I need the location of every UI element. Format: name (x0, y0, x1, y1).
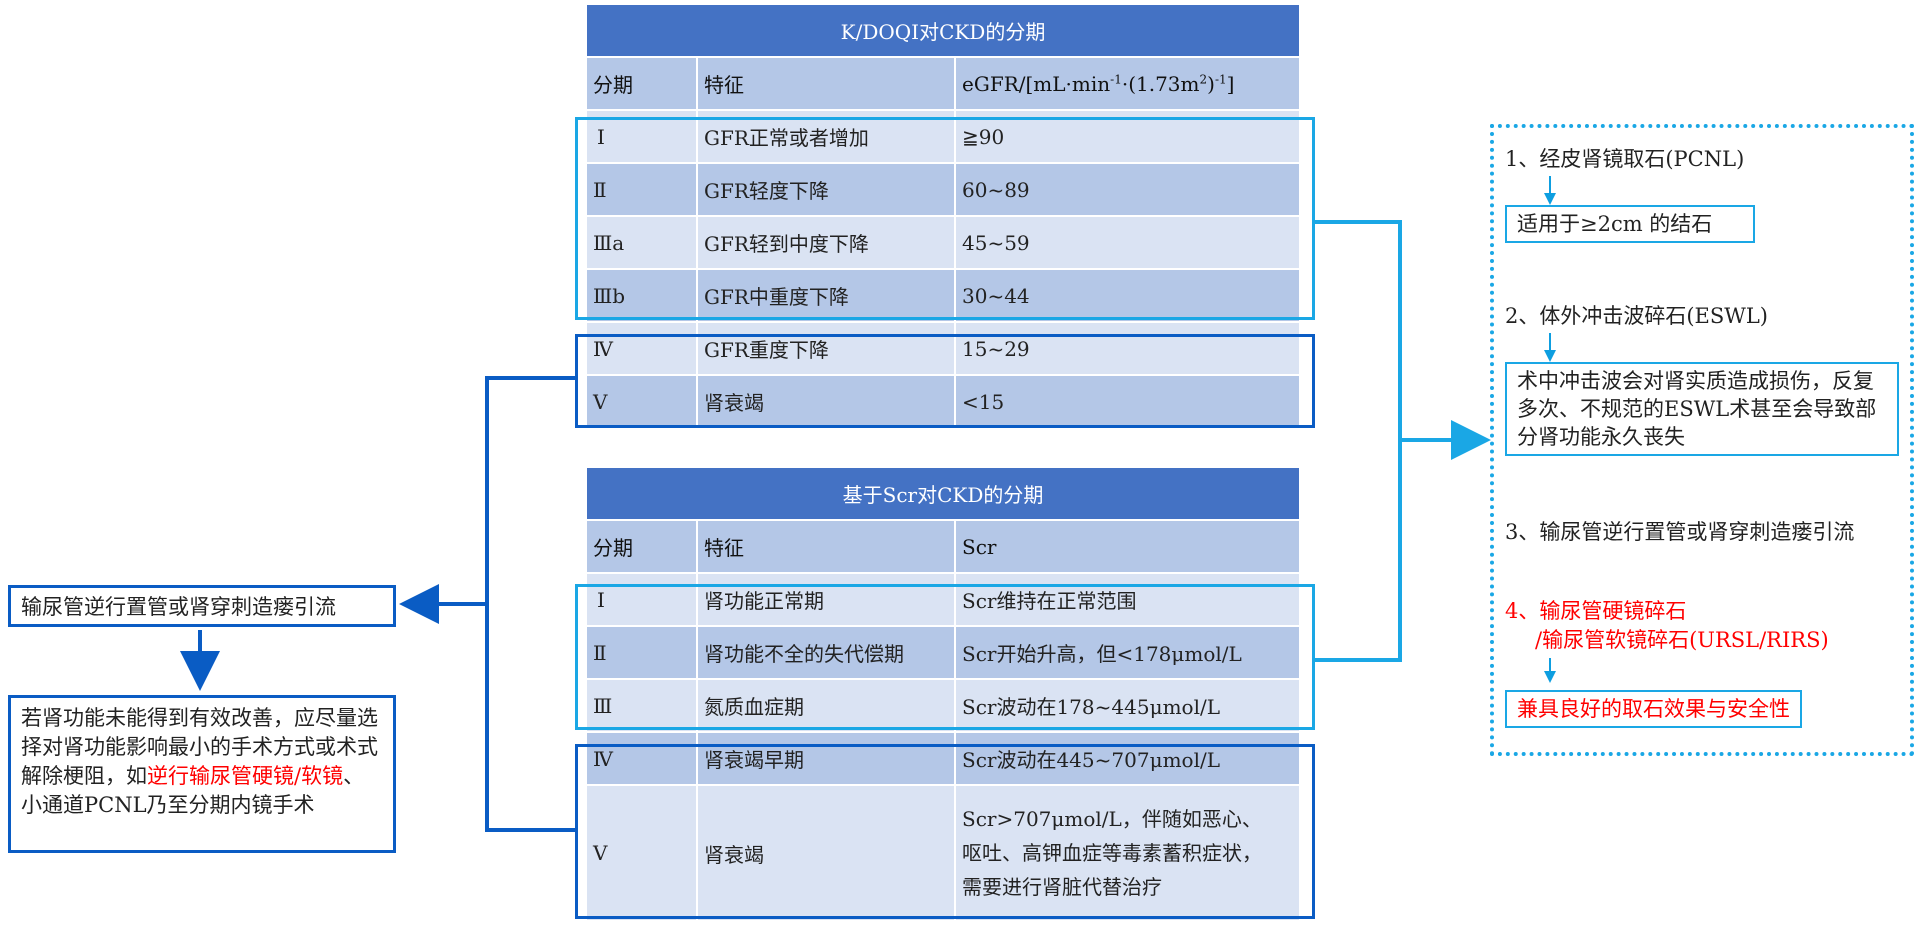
option-eswl-note: 术中冲击波会对肾实质造成损伤，反复多次、不规范的ESWL术甚至会导致部分肾功能永… (1505, 362, 1899, 456)
value-cell: Scr维持在正常范围 (955, 573, 1301, 627)
highlighted-procedure: 逆行输尿管硬镜/软镜 (147, 764, 344, 788)
value-cell: <15 (955, 375, 1301, 429)
frame-scr-stages-1-3 (575, 584, 1315, 730)
down-arrow-icon (1544, 350, 1556, 362)
table-row: Ⅲb GFR中重度下降 30~44 (587, 269, 1301, 323)
table-row: Ⅱ 肾功能不全的失代偿期 Scr开始升高，但<178μmol/L (587, 626, 1301, 680)
feature-cell: 肾衰竭 (697, 375, 956, 429)
feature-cell: GFR中重度下降 (697, 269, 956, 323)
header-feature: 特征 (697, 57, 956, 111)
value-cell: 60~89 (955, 163, 1301, 217)
right-connector (1315, 220, 1491, 662)
left-connector (180, 376, 575, 832)
feature-cell: 肾衰竭 (697, 785, 956, 922)
value-cell: Scr波动在445~707μmol/L (955, 732, 1301, 786)
left-drainage-box: 输尿管逆行置管或肾穿刺造瘘引流 (8, 585, 396, 627)
treatment-options-panel (1490, 124, 1914, 756)
kdoqi-table: K/DOQI对CKD的分期 分期 特征 eGFR/[mL·min-1·(1.73… (587, 5, 1301, 429)
stage-cell: Ⅱ (587, 163, 698, 217)
header-stage: 分期 (587, 57, 698, 111)
stage-cell: Ⅲ (587, 679, 698, 733)
kdoqi-table-title: K/DOQI对CKD的分期 (587, 5, 1301, 58)
frame-scr-stages-4-5 (575, 744, 1315, 919)
table-row: Ⅲa GFR轻到中度下降 45~59 (587, 216, 1301, 270)
header-stage: 分期 (587, 520, 698, 574)
stage-cell: Ⅲa (587, 216, 698, 270)
stage-cell: Ⅴ (587, 785, 698, 922)
feature-cell: 肾衰竭早期 (697, 732, 956, 786)
feature-cell: 氮质血症期 (697, 679, 956, 733)
connector-tick (1549, 658, 1551, 672)
feature-cell: 肾功能不全的失代偿期 (697, 626, 956, 680)
header-egfr: eGFR/[mL·min-1·(1.73m2)-1] (955, 57, 1301, 111)
stage-cell: Ⅱ (587, 626, 698, 680)
value-cell: Scr波动在178~445μmol/L (955, 679, 1301, 733)
connector-tick (1549, 176, 1551, 194)
option-eswl: 2、体外冲击波碎石(ESWL) (1505, 304, 1768, 328)
feature-cell: 肾功能正常期 (697, 573, 956, 627)
table-row: Ⅴ 肾衰竭 Scr>707μmol/L，伴随如恶心、 呕吐、高钾血症等毒素蓄积症… (587, 785, 1301, 922)
frame-kdoqi-stages-4-5 (575, 334, 1315, 428)
option-pcnl-note: 适用于≥2cm 的结石 (1505, 205, 1755, 243)
stage-cell: Ⅳ (587, 732, 698, 786)
left-drainage-label: 输尿管逆行置管或肾穿刺造瘘引流 (21, 595, 336, 619)
header-feature: 特征 (697, 520, 956, 574)
value-cell: Scr>707μmol/L，伴随如恶心、 呕吐、高钾血症等毒素蓄积症状， 需要进… (955, 785, 1301, 922)
down-arrow-icon (1544, 193, 1556, 205)
table-row: Ⅱ GFR轻度下降 60~89 (587, 163, 1301, 217)
left-advice-box: 若肾功能未能得到有效改善，应尽量选择对肾功能影响最小的手术方式或术式解除梗阻，如… (8, 695, 396, 853)
option-pcnl: 1、经皮肾镜取石(PCNL) (1505, 147, 1745, 171)
table-row: Ⅲ 氮质血症期 Scr波动在178~445μmol/L (587, 679, 1301, 733)
stage-cell: Ⅳ (587, 322, 698, 376)
option-drainage: 3、输尿管逆行置管或肾穿刺造瘘引流 (1505, 520, 1855, 544)
down-arrow-icon (1544, 671, 1556, 683)
header-scr: Scr (955, 520, 1301, 574)
frame-kdoqi-stages-1-3 (575, 117, 1315, 320)
stage-cell: Ⅰ (587, 573, 698, 627)
value-cell: 45~59 (955, 216, 1301, 270)
option-ursl-line1: 4、输尿管硬镜碎石 (1505, 599, 1687, 623)
value-cell: 30~44 (955, 269, 1301, 323)
feature-cell: GFR重度下降 (697, 322, 956, 376)
feature-cell: GFR轻度下降 (697, 163, 956, 217)
scr-table-title: 基于Scr对CKD的分期 (587, 468, 1301, 521)
option-ursl-note: 兼具良好的取石效果与安全性 (1505, 690, 1802, 728)
connector-tick (1549, 333, 1551, 351)
table-row: Ⅳ 肾衰竭早期 Scr波动在445~707μmol/L (587, 732, 1301, 786)
option-ursl-line2: /输尿管软镜碎石(URSL/RIRS) (1535, 628, 1829, 652)
table-row: Ⅰ 肾功能正常期 Scr维持在正常范围 (587, 573, 1301, 627)
scr-table: 基于Scr对CKD的分期 分期 特征 Scr Ⅰ 肾功能正常期 Scr维持在正常… (587, 468, 1301, 922)
value-cell: 15~29 (955, 322, 1301, 376)
feature-cell: GFR轻到中度下降 (697, 216, 956, 270)
value-cell: Scr开始升高，但<178μmol/L (955, 626, 1301, 680)
stage-cell: Ⅲb (587, 269, 698, 323)
table-row: Ⅴ 肾衰竭 <15 (587, 375, 1301, 429)
table-row: Ⅳ GFR重度下降 15~29 (587, 322, 1301, 376)
